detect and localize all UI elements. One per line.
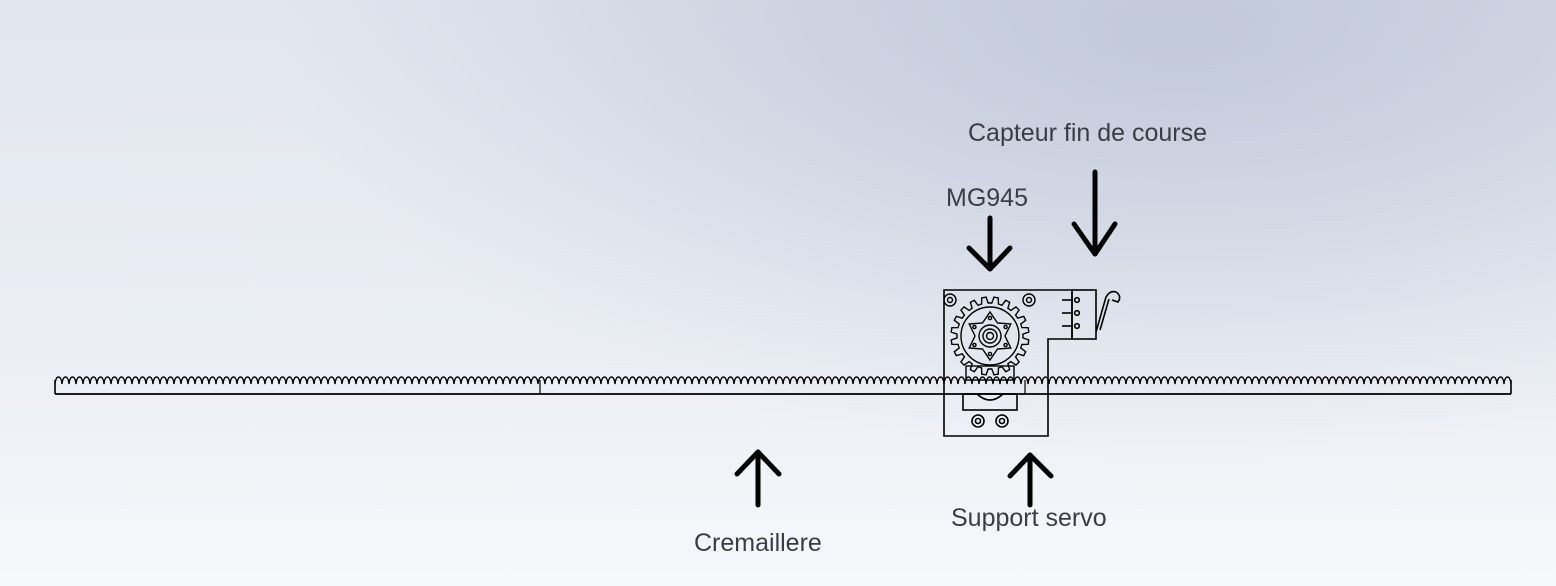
servo-pinion-gear [943, 293, 1036, 381]
horn-hole [987, 351, 993, 357]
gear-teeth [950, 296, 1030, 376]
gear-hub-core [985, 331, 995, 341]
support-screw [971, 414, 985, 428]
servo-support [943, 289, 1121, 437]
rack-teeth [54, 376, 1512, 385]
support-screw [974, 417, 982, 425]
gear-inner-ring [960, 306, 1020, 366]
horn-hole [972, 342, 977, 348]
servo-mount-ear [946, 296, 954, 304]
limit-switch-pin [1073, 296, 1081, 304]
rack-cremaillere [54, 376, 1512, 395]
servo-horn-star [968, 310, 1012, 362]
support-lower-arc [976, 393, 1004, 401]
limit-switch-lever-inner [1099, 298, 1110, 331]
horn-hole [972, 324, 977, 330]
gear-hub-inner [982, 328, 998, 344]
servo-model-label: MG945 [946, 184, 1028, 212]
annotation-arrows [734, 169, 1118, 508]
rack-label: Cremaillere [694, 529, 822, 557]
servo-mount-ear [1022, 293, 1036, 307]
servo-mount-ear [1025, 296, 1033, 304]
support-screw [998, 417, 1006, 425]
arrow-down-capteur [1071, 169, 1118, 257]
servo-support-label: Support servo [951, 504, 1107, 532]
arrow-down-mg945 [966, 215, 1013, 272]
horn-hole [1003, 324, 1008, 330]
support-screw [995, 414, 1009, 428]
limit-switch-pin [1073, 322, 1081, 330]
limit-switch-pin [1073, 309, 1081, 317]
support-lower-slot [962, 393, 1018, 411]
arrow-up-cremaillere [734, 449, 782, 508]
limit-switch-label: Capteur fin de course [968, 119, 1208, 147]
arrow-up-support [1007, 452, 1054, 508]
limit-switch-lever [1095, 290, 1121, 333]
horn-hole [1003, 342, 1008, 348]
servo-mount-ear [943, 293, 957, 307]
horn-hole [987, 315, 993, 321]
gear-hub [978, 324, 1002, 348]
gear-rack-contact [965, 365, 1015, 381]
limit-switch-body [1071, 289, 1097, 340]
gear-holes [972, 315, 1008, 357]
